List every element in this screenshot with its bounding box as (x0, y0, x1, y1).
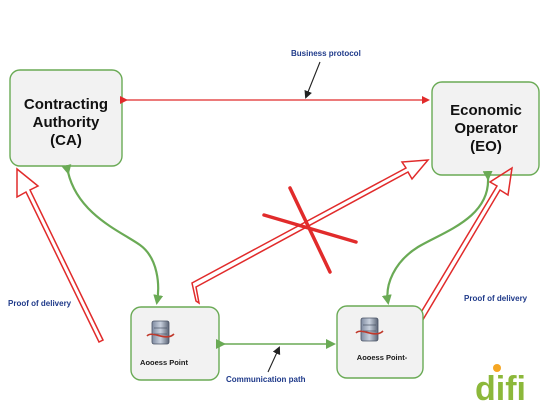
server-icon (355, 317, 384, 342)
difi-logo: difi (475, 364, 526, 408)
business-protocol-label: Business protocol (291, 49, 361, 58)
contracting-authority-box: Contracting Authority (CA) (9, 69, 123, 167)
ca-line-1: Contracting (24, 96, 108, 113)
communication-path-pointer (267, 346, 281, 373)
crossed-out-mark (262, 186, 358, 274)
access-point-left-box: Aooess Point (130, 306, 220, 381)
ca-to-ap-link (61, 164, 164, 305)
proof-of-delivery-right-arrow (413, 166, 513, 330)
proof-of-delivery-left-label: Proof of delivery (8, 299, 72, 308)
ca-line-3: (CA) (50, 132, 82, 149)
eo-line-1: Economic (450, 102, 522, 119)
proof-of-delivery-left-arrow (16, 167, 104, 344)
server-icon (146, 320, 175, 345)
logo-dot (493, 364, 501, 372)
access-point-right-label: Aooess Point- (357, 353, 408, 362)
eo-to-ap-link (381, 170, 493, 305)
economic-operator-box: Economic Operator (EO) (431, 81, 540, 176)
eo-line-2: Operator (454, 120, 518, 137)
business-protocol-pointer (304, 61, 321, 99)
communication-path-label: Communication path (226, 375, 306, 384)
ca-line-2: Authority (33, 114, 100, 131)
eo-line-3: (EO) (470, 138, 502, 155)
proof-of-delivery-right-label: Proof of delivery (464, 294, 528, 303)
difi-logo-text: difi (475, 370, 526, 408)
access-point-right-box: Aooess Point- (336, 305, 424, 379)
access-point-left-label: Aooess Point (140, 358, 188, 367)
